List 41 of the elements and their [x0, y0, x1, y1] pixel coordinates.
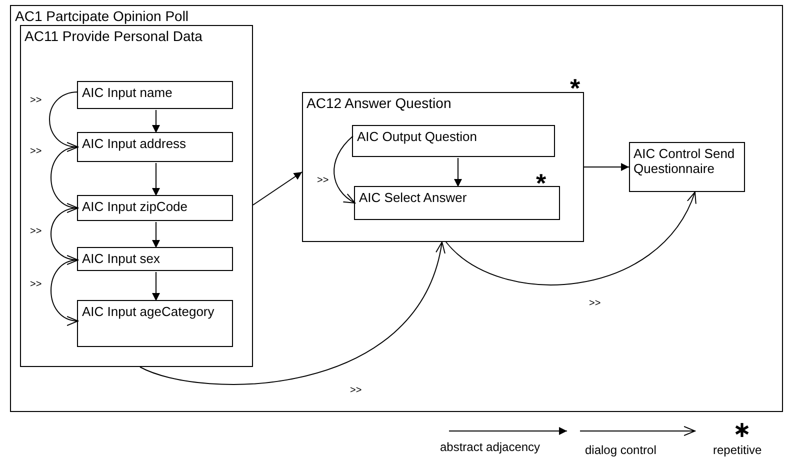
adjacency-arrow: [152, 222, 160, 248]
interaction-label: AIC Select Answer: [359, 190, 468, 205]
legend-label: abstract adjacency: [440, 440, 540, 454]
interaction-label: AIC Input sex: [82, 251, 162, 266]
interaction-box: [352, 125, 555, 157]
dialog-control-arrow: [334, 136, 356, 204]
dialog-control-arrow: [50, 260, 78, 324]
dialog-control-arrow: [446, 192, 696, 286]
repetitive-mark: *: [570, 78, 580, 95]
dialog-control-arrow: [49, 92, 78, 151]
adjacency-arrow: [152, 162, 160, 196]
interaction-label: AIC Input address: [82, 136, 188, 151]
activity-box: [20, 24, 252, 366]
adjacency-arrow: [454, 158, 462, 188]
interaction-box: [77, 247, 233, 271]
interaction-label: AIC Control Send Questionnaire: [634, 146, 736, 176]
activity-box: [302, 92, 584, 242]
adjacency-arrow: [152, 110, 160, 134]
legend-label: dialog control: [585, 443, 656, 457]
legend-label: repetitive: [713, 443, 762, 457]
interaction-box: [77, 195, 233, 221]
activity-title: AC12 Answer Question: [306, 96, 452, 110]
dialog-control-arrow: [140, 242, 444, 385]
interaction-box: [77, 300, 233, 347]
adjacency-arrow: [584, 163, 630, 171]
interaction-label: AIC Input name: [82, 85, 174, 100]
adjacency-arrow: [252, 172, 302, 206]
repetitive-mark: *: [536, 173, 546, 190]
interaction-box: [77, 81, 233, 109]
activity-title: AC11 Provide Personal Data: [24, 28, 204, 44]
adjacency-arrow: [152, 272, 160, 302]
interaction-box: [354, 186, 560, 220]
interaction-box: [628, 142, 744, 192]
interaction-box: [77, 132, 233, 162]
interaction-label: AIC Output Question: [357, 129, 478, 144]
activity-frame: [10, 5, 783, 412]
dialog-control-arrow: [50, 208, 78, 264]
interaction-label: AIC Input ageCategory: [82, 304, 216, 319]
activity-title: AC1 Partcipate Opinion Poll: [15, 9, 190, 24]
dialog-control-arrow: [50, 146, 78, 212]
interaction-label: AIC Input zipCode: [82, 199, 189, 214]
